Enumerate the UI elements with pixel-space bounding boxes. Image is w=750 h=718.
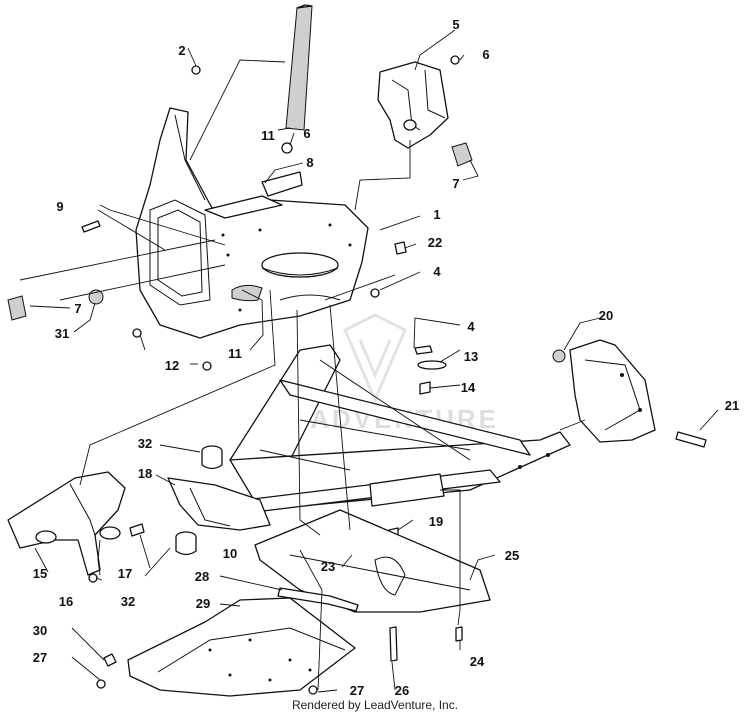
part-rubber-block-7-right [451, 142, 473, 167]
callout-7-right: 7 [452, 176, 459, 191]
part-mount-bracket-5 [377, 61, 449, 149]
callout-11-top: 11 [261, 128, 275, 143]
callout-30: 30 [33, 623, 47, 638]
part-mount-bracket-18 [167, 477, 271, 531]
callouts: 2 11 6 8 5 6 7 9 1 22 4 7 31 11 12 4 13 … [33, 17, 739, 698]
leader-lines [19, 29, 719, 693]
callout-1: 1 [433, 207, 440, 222]
part-side-bracket [569, 339, 656, 443]
callout-6-left: 6 [303, 126, 310, 141]
callout-20: 20 [599, 308, 613, 323]
callout-6-right: 6 [482, 47, 489, 62]
part-main-frame [229, 344, 571, 513]
callout-24: 24 [470, 654, 485, 669]
callout-7-left: 7 [74, 301, 81, 316]
callout-9: 9 [56, 199, 63, 214]
part-pad-11 [285, 4, 313, 131]
fasteners [81, 55, 707, 695]
part-skid-plate-29 [127, 597, 356, 697]
callout-23: 23 [321, 559, 335, 574]
callout-29: 29 [196, 596, 210, 611]
callout-18: 18 [138, 466, 152, 481]
callout-14: 14 [461, 380, 476, 395]
part-front-bulkhead [135, 107, 369, 339]
callout-28: 28 [195, 569, 209, 584]
callout-19: 19 [429, 514, 443, 529]
callout-3: 4 [433, 264, 441, 279]
callout-17: 17 [118, 566, 132, 581]
callout-31: 31 [55, 326, 69, 341]
callout-26: 26 [395, 683, 409, 698]
callout-21: 21 [725, 398, 739, 413]
part-support-15 [7, 471, 126, 576]
callout-25: 25 [505, 548, 519, 563]
callout-16: 16 [59, 594, 73, 609]
callout-13: 13 [464, 349, 478, 364]
callout-2: 2 [178, 43, 185, 58]
callout-15: 15 [33, 566, 47, 581]
callout-12: 12 [165, 358, 179, 373]
part-bushing-32-bottom [175, 531, 197, 556]
part-bracket-28 [277, 587, 359, 612]
callout-32-top: 32 [138, 436, 152, 451]
callout-5: 5 [452, 17, 459, 32]
callout-10: 10 [223, 546, 237, 561]
part-bushing-32-top [201, 445, 223, 470]
callout-32-bottom: 32 [121, 594, 135, 609]
callout-8: 8 [306, 155, 313, 170]
part-skid-plate-25 [254, 509, 491, 613]
callout-11-mid: 11 [228, 346, 242, 361]
callout-27-left: 27 [33, 650, 47, 665]
part-rubber-block-7-left [7, 295, 27, 321]
part-bracket-8 [204, 171, 303, 219]
footer-credit: Rendered by LeadVenture, Inc. [291, 698, 459, 712]
callout-22: 22 [428, 235, 442, 250]
callout-27-bottom: 27 [350, 683, 364, 698]
callout-4: 4 [467, 319, 475, 334]
